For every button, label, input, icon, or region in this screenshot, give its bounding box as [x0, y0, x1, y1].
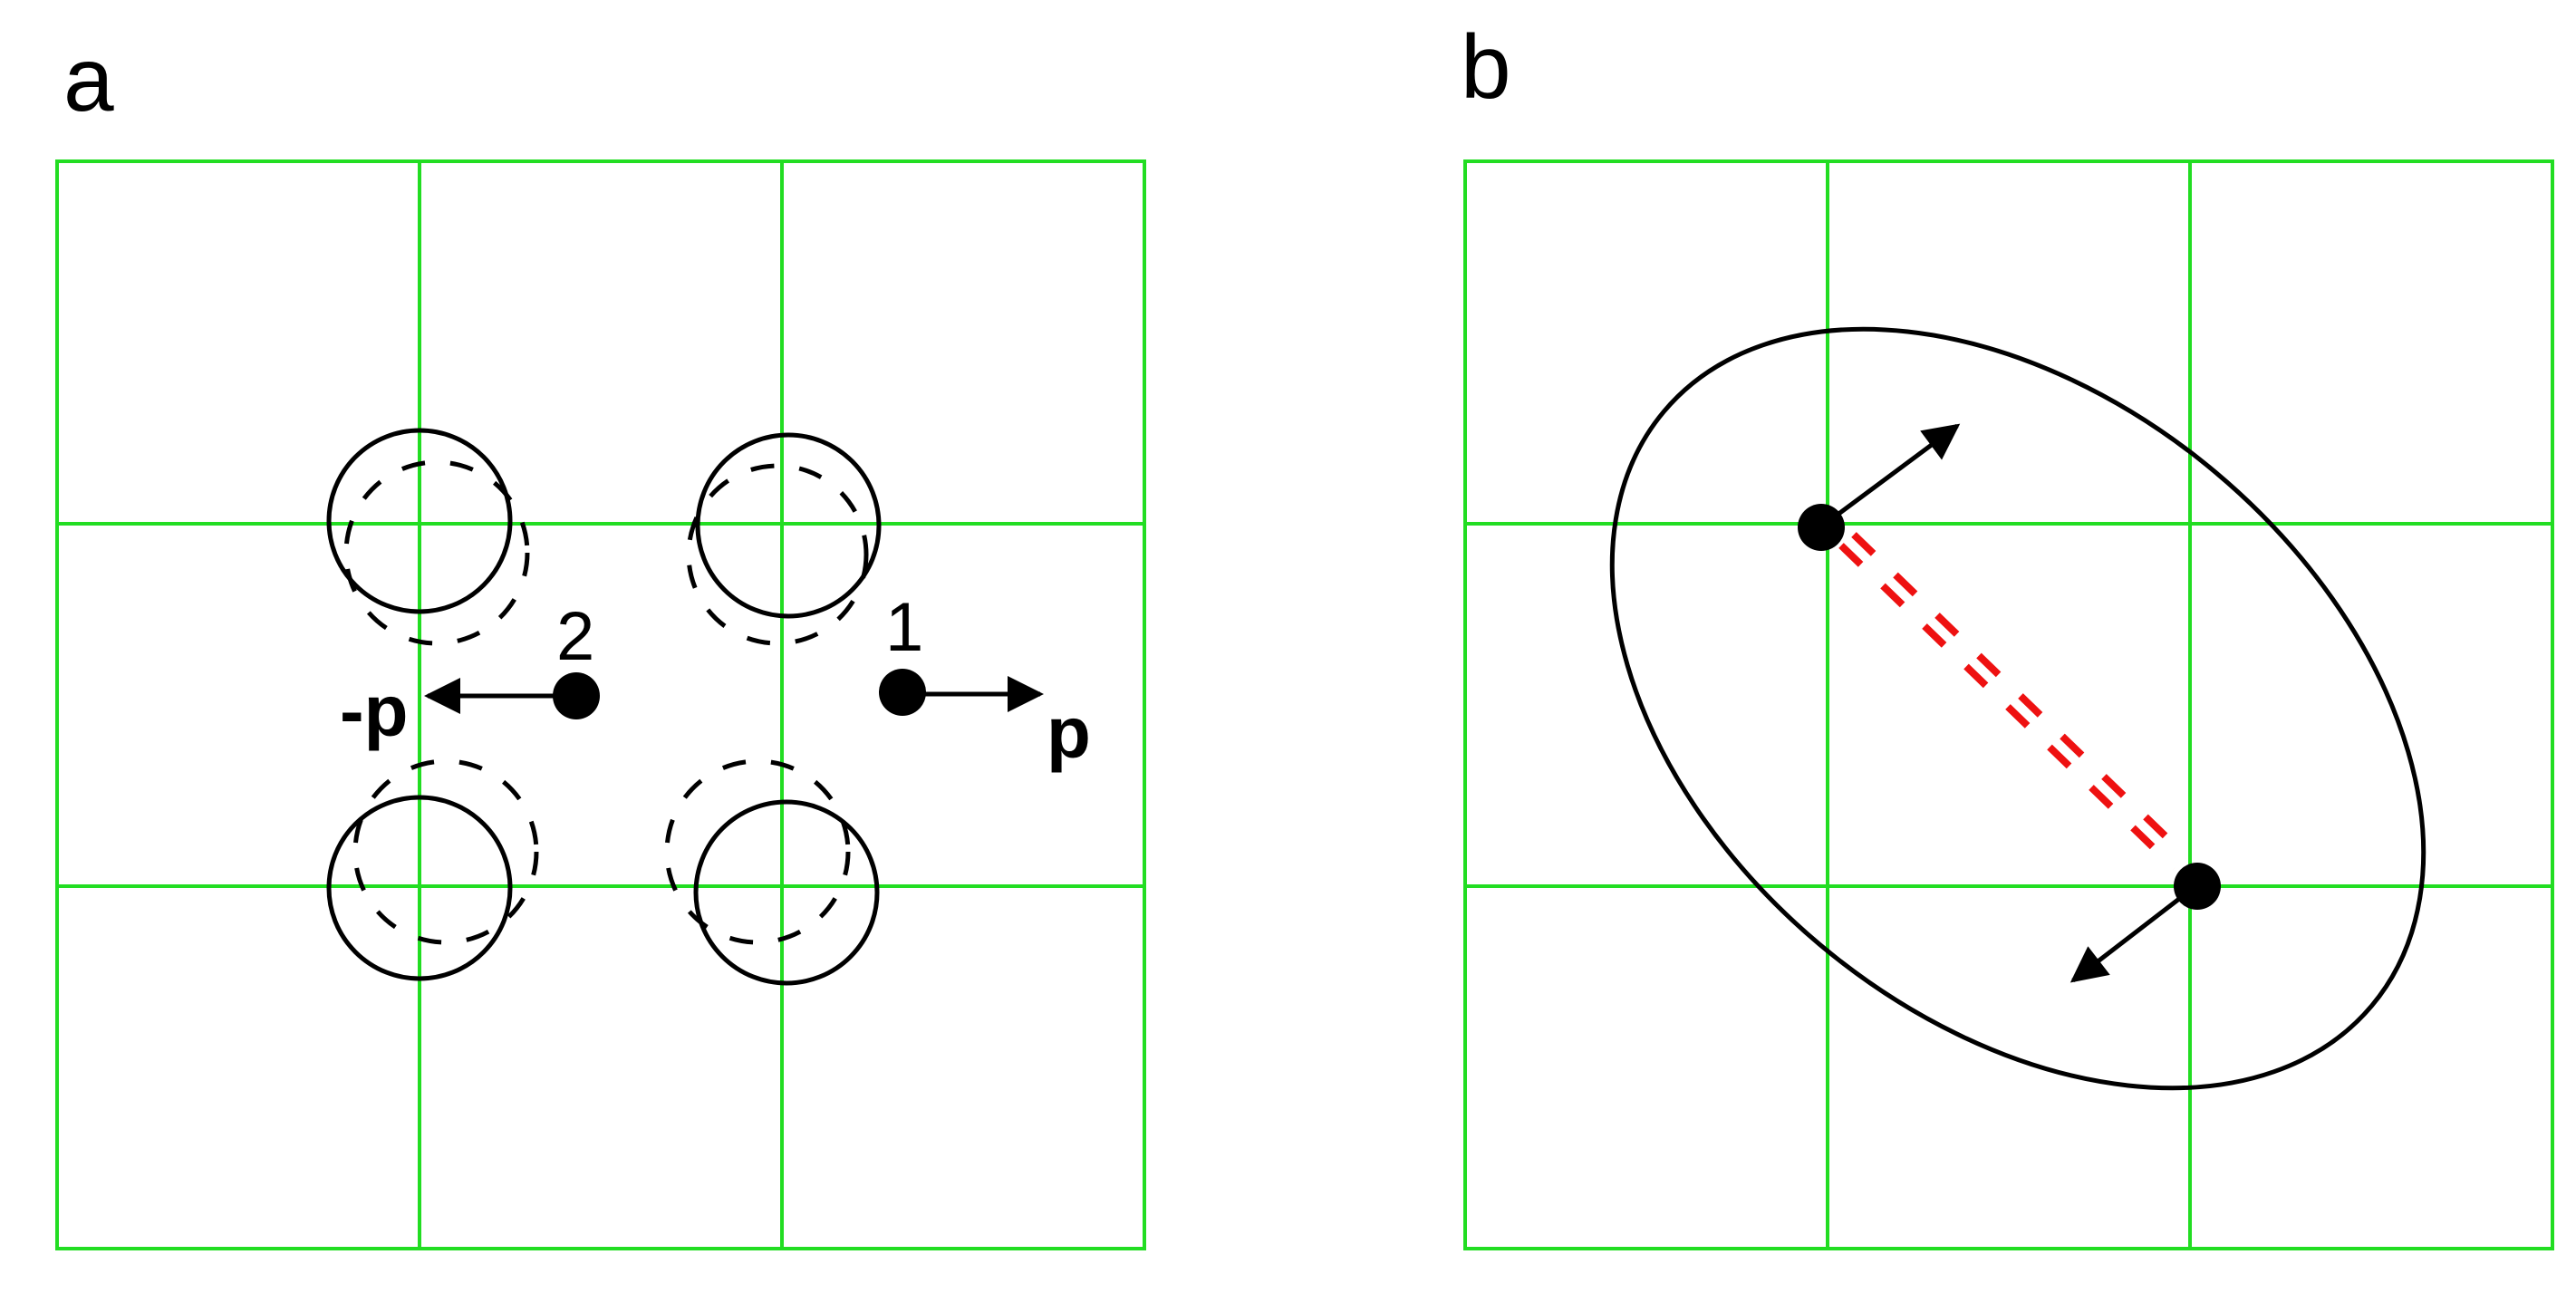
lattice-orbital-bottom-right [693, 799, 880, 986]
displaced-orbital-bottom-right [664, 758, 851, 945]
particle-2-dot [553, 672, 600, 719]
lattice-orbital-top-left [326, 428, 513, 614]
panel-a-grid-border [55, 159, 1146, 1250]
displaced-orbital-bottom-left [352, 758, 539, 945]
pair-envelope-ellipse [1609, 326, 2426, 1091]
pair-particle-lower-dot [2174, 863, 2221, 910]
panel-b-label: b [1461, 16, 1511, 118]
particle-2-label: 2 [556, 598, 594, 675]
displaced-orbital-top-left [343, 459, 530, 646]
lattice-orbital-top-right [695, 432, 882, 619]
particle-1-label: 1 [885, 589, 923, 666]
panel-b-grid-border [1463, 159, 2554, 1250]
panel-b-grid [1463, 159, 2554, 1250]
displaced-orbital-top-right [686, 463, 869, 646]
pair-particle-upper-arrow [1836, 423, 1961, 517]
panel-a: a 2 -p 1 p [55, 29, 1146, 1250]
momentum-p-label: p [1047, 692, 1091, 773]
panel-b: b [1461, 16, 2554, 1250]
pair-particle-upper-dot [1798, 504, 1845, 551]
panel-a-grid [55, 159, 1146, 1250]
momentum-minus-p-label: -p [340, 671, 409, 751]
pair-bond [1838, 532, 2190, 871]
pair-particle-lower-arrow [2069, 897, 2181, 983]
particle-1-dot [879, 669, 926, 716]
lattice-orbital-bottom-left [326, 795, 513, 981]
panel-a-label: a [63, 29, 114, 130]
